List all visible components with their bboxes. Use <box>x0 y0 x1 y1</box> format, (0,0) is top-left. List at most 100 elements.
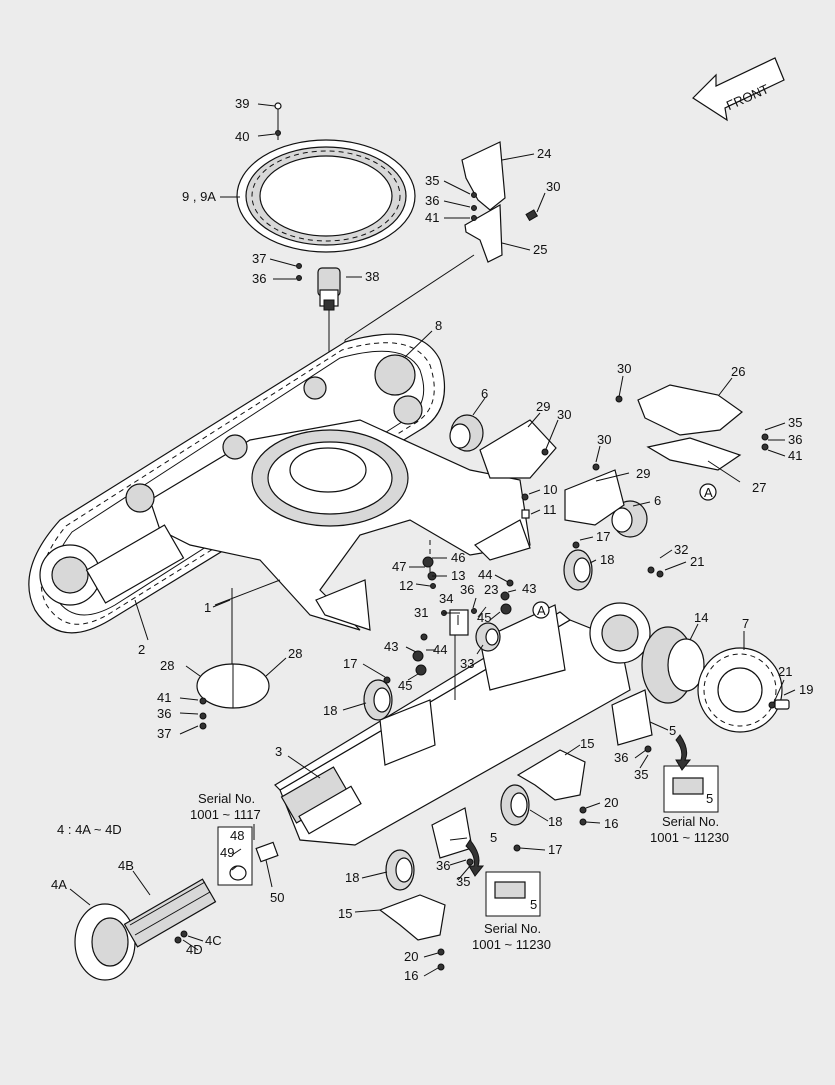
serial-range-guard-a: 1001 ~ 11230 <box>650 830 729 845</box>
callout-a: A <box>537 603 546 618</box>
plate-27 <box>646 437 742 471</box>
leader-lines <box>69 103 796 977</box>
callout-5: 5 <box>530 897 537 912</box>
callout-34: 34 <box>439 591 453 606</box>
final-drive <box>641 626 705 704</box>
callout-8: 8 <box>435 318 442 333</box>
callout-6: 6 <box>654 493 661 508</box>
guard-5b <box>431 807 473 859</box>
callout-41: 41 <box>788 448 802 463</box>
callout-6: 6 <box>481 386 488 401</box>
callout-17: 17 <box>548 842 562 857</box>
callout-16: 16 <box>404 968 418 983</box>
callout-3: 3 <box>275 744 282 759</box>
callout-32: 32 <box>674 542 688 557</box>
cover-29b <box>564 469 625 526</box>
callout-4c: 4C <box>205 933 222 948</box>
callout-48: 48 <box>230 828 244 843</box>
callout-21: 21 <box>690 554 704 569</box>
serial-title-guard-b: Serial No. <box>484 921 541 936</box>
callout-13: 13 <box>451 568 465 583</box>
callout-28: 28 <box>160 658 174 673</box>
serial-box-idler <box>217 826 253 886</box>
serial-box-1-part <box>672 777 704 795</box>
callout-27: 27 <box>752 480 766 495</box>
serial-title-guard-a: Serial No. <box>662 814 719 829</box>
serial-range-idler: 1001 ~ 1117 <box>190 807 261 822</box>
callout-23: 23 <box>484 582 498 597</box>
arrow-serial-2 <box>465 839 485 877</box>
callout-41: 41 <box>157 690 171 705</box>
callout-45: 45 <box>477 610 491 625</box>
track-roller-4 <box>385 849 415 891</box>
callout-18: 18 <box>600 552 614 567</box>
callout-5: 5 <box>669 723 676 738</box>
detail-marker-a-top <box>699 483 717 501</box>
callout-35: 35 <box>456 874 470 889</box>
callout-15: 15 <box>580 736 594 751</box>
callout-a: A <box>704 485 713 500</box>
callout-41: 41 <box>425 210 439 225</box>
callout-39: 39 <box>235 96 249 111</box>
callout-37: 37 <box>157 726 171 741</box>
callout-17: 17 <box>596 529 610 544</box>
callout-29: 29 <box>536 399 550 414</box>
callout-20: 20 <box>404 949 418 964</box>
callout-4a: 4A <box>51 877 67 892</box>
round-cover-28 <box>196 663 270 709</box>
callout-19: 19 <box>799 682 813 697</box>
track-roller-3 <box>500 784 530 826</box>
callout-20: 20 <box>604 795 618 810</box>
callout-15: 15 <box>338 906 352 921</box>
serial-box-2-part <box>494 881 526 899</box>
callout-14: 14 <box>694 610 708 625</box>
callout-1: 1 <box>204 600 211 615</box>
callout-36: 36 <box>614 750 628 765</box>
idler-assembly <box>74 841 279 981</box>
callout-12: 12 <box>399 578 413 593</box>
callout-43: 43 <box>522 581 536 596</box>
track-frame-upper <box>39 354 531 700</box>
front-direction-arrow: FRONT <box>692 57 785 122</box>
swivel-joint <box>296 263 341 490</box>
guard-15b <box>378 894 446 941</box>
callout-30: 30 <box>597 432 611 447</box>
callout-36: 36 <box>252 271 266 286</box>
callout-35: 35 <box>425 173 439 188</box>
travel-motor-a <box>449 414 484 452</box>
sprocket <box>697 647 790 733</box>
callout-24: 24 <box>537 146 551 161</box>
track-roller-1 <box>563 549 593 591</box>
callout-18: 18 <box>323 703 337 718</box>
callout-37: 37 <box>252 251 266 266</box>
callout-47: 47 <box>392 559 406 574</box>
callout-40: 40 <box>235 129 249 144</box>
callout-26: 26 <box>731 364 745 379</box>
callout-35: 35 <box>788 415 802 430</box>
callout-36: 36 <box>157 706 171 721</box>
callout-36: 36 <box>425 193 439 208</box>
callout-7: 7 <box>742 616 749 631</box>
track-roller-2 <box>363 679 393 721</box>
callout-4d: 4D <box>186 942 203 957</box>
callout-5: 5 <box>490 830 497 845</box>
guard-5a <box>611 689 653 746</box>
callout-33: 33 <box>460 656 474 671</box>
idler-range-note: 4 : 4A ~ 4D <box>57 822 122 837</box>
callout-2: 2 <box>138 642 145 657</box>
callout-30: 30 <box>546 179 560 194</box>
callout-30: 30 <box>617 361 631 376</box>
callout-18: 18 <box>345 870 359 885</box>
serial-title-idler: Serial No. <box>198 791 255 806</box>
callout-44: 44 <box>478 567 492 582</box>
callout-38: 38 <box>365 269 379 284</box>
detail-marker-a <box>532 601 550 619</box>
callout-46: 46 <box>451 550 465 565</box>
swing-bearing <box>236 102 416 253</box>
callout-17: 17 <box>343 656 357 671</box>
track-frame-lower <box>274 602 651 846</box>
carrier-roller-33 <box>475 622 501 652</box>
callout-9-9a: 9 , 9A <box>182 189 216 204</box>
